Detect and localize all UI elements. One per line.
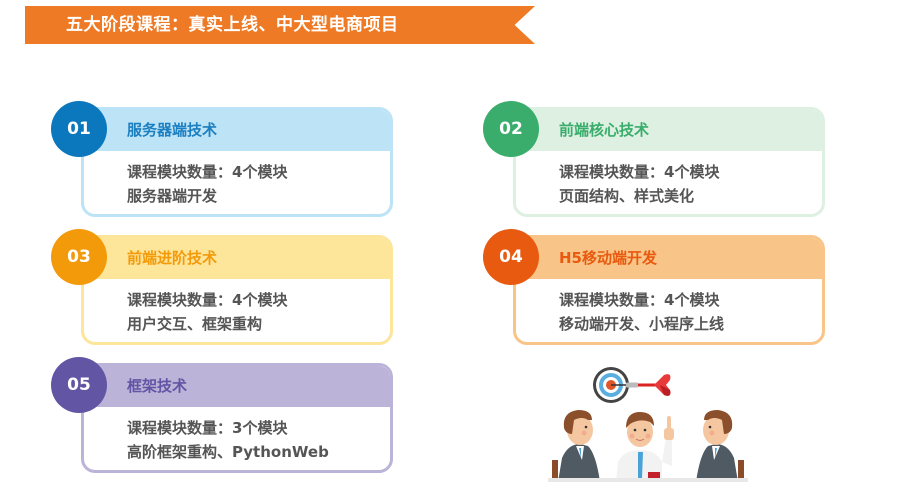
stage-description: 移动端开发、小程序上线	[559, 315, 725, 333]
stage-card-header	[84, 366, 390, 407]
stage-body: 课程模块数量：3个模块 高阶框架重构、PythonWeb	[127, 416, 329, 464]
stage-module-count: 课程模块数量：3个模块	[127, 419, 288, 437]
stage-title: H5移动端开发	[559, 249, 657, 267]
stage-title: 框架技术	[127, 377, 188, 395]
stage-card-02: 前端核心技术 课程模块数量：4个模块 页面结构、样式美化	[513, 107, 825, 217]
stage-number-badge: 04	[483, 229, 539, 285]
stage-description: 用户交互、框架重构	[127, 315, 263, 333]
stage-description: 高阶框架重构、PythonWeb	[127, 443, 329, 461]
stage-card-05: 框架技术 课程模块数量：3个模块 高阶框架重构、PythonWeb	[81, 363, 393, 473]
stage-module-count: 课程模块数量：4个模块	[559, 163, 720, 181]
stage-module-count: 课程模块数量：4个模块	[559, 291, 720, 309]
section-banner	[25, 6, 535, 44]
stage-number-badge: 01	[51, 101, 107, 157]
stage-card-04: H5移动端开发 课程模块数量：4个模块 移动端开发、小程序上线	[513, 235, 825, 345]
stage-module-count: 课程模块数量：4个模块	[127, 163, 288, 181]
stage-number-badge: 05	[51, 357, 107, 413]
stage-card-header	[84, 238, 390, 279]
team-meeting-illustration	[548, 362, 748, 482]
stage-module-count: 课程模块数量：4个模块	[127, 291, 288, 309]
stage-card-header	[84, 110, 390, 151]
team-meeting-target-icon	[548, 367, 748, 482]
stage-body: 课程模块数量：4个模块 移动端开发、小程序上线	[559, 288, 724, 336]
stage-number-badge: 03	[51, 229, 107, 285]
stage-body: 课程模块数量：4个模块 服务器端开发	[127, 160, 287, 208]
stage-body: 课程模块数量：4个模块 用户交互、框架重构	[127, 288, 287, 336]
stage-body: 课程模块数量：4个模块 页面结构、样式美化	[559, 160, 719, 208]
stage-title: 前端核心技术	[559, 121, 650, 139]
stage-card-01: 服务器端技术 课程模块数量：4个模块 服务器端开发	[81, 107, 393, 217]
stage-description: 页面结构、样式美化	[559, 187, 695, 205]
stage-number-badge: 02	[483, 101, 539, 157]
stage-card-03: 前端进阶技术 课程模块数量：4个模块 用户交互、框架重构	[81, 235, 393, 345]
stage-title: 服务器端技术	[127, 121, 218, 139]
banner-title: 五大阶段课程：真实上线、中大型电商项目	[66, 15, 399, 35]
stage-description: 服务器端开发	[127, 187, 218, 205]
stage-card-header	[516, 238, 822, 279]
stage-title: 前端进阶技术	[127, 249, 218, 267]
stage-card-header	[516, 110, 822, 151]
